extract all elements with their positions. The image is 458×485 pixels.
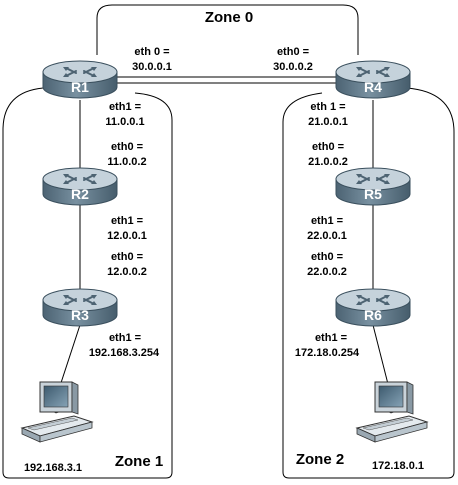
router-r1: R1 (42, 60, 118, 99)
svg-text:30.0.0.2: 30.0.0.2 (273, 61, 313, 73)
svg-text:21.0.0.1: 21.0.0.1 (308, 116, 348, 128)
router-label-r1: R1 (71, 79, 89, 95)
host2-address: 172.18.0.1 (372, 460, 424, 472)
router-r4: R4 (335, 60, 411, 99)
svg-text:30.0.0.1: 30.0.0.1 (132, 61, 172, 73)
router-label-r5: R5 (364, 186, 382, 202)
svg-text:172.18.0.254: 172.18.0.254 (295, 347, 360, 359)
router-label-r3: R3 (71, 307, 89, 323)
svg-text:eth0 =: eth0 = (111, 141, 143, 153)
iface-r4-eth0: eth0 = 30.0.0.2 (273, 46, 313, 73)
svg-text:eth0 =: eth0 = (312, 141, 344, 153)
router-label-r6: R6 (364, 307, 382, 323)
iface-r5-eth1: eth1 = 22.0.0.1 (307, 215, 347, 242)
svg-text:192.168.3.254: 192.168.3.254 (89, 347, 160, 359)
host1-address: 192.168.3.1 (24, 462, 82, 474)
svg-text:11.0.0.1: 11.0.0.1 (105, 116, 144, 128)
zone-label-zone0: Zone 0 (205, 9, 253, 26)
svg-text:eth 1 =: eth 1 = (310, 101, 345, 113)
link-r3-host1 (57, 324, 81, 393)
zone-label-zone1: Zone 1 (115, 453, 163, 470)
iface-r1-eth1: eth1 = 11.0.0.1 (105, 101, 144, 128)
router-r6: R6 (335, 288, 411, 327)
iface-r3-eth0: eth0 = 12.0.0.2 (107, 251, 147, 278)
zone2-boundary (282, 87, 455, 479)
computer-icon-host1 (21, 381, 93, 443)
svg-text:21.0.0.2: 21.0.0.2 (308, 156, 348, 168)
svg-text:eth1 =: eth1 = (315, 332, 347, 344)
iface-r5-eth0: eth0 = 21.0.0.2 (308, 141, 348, 168)
zone-label-zone2: Zone 2 (296, 451, 344, 468)
iface-r6-eth0: eth0 = 22.0.0.2 (307, 251, 347, 278)
svg-text:22.0.0.1: 22.0.0.1 (307, 230, 347, 242)
svg-text:eth 0 =: eth 0 = (134, 46, 169, 58)
svg-text:eth1 =: eth1 = (109, 101, 141, 113)
iface-r2-eth0: eth0 = 11.0.0.2 (107, 141, 146, 168)
svg-text:eth0 =: eth0 = (311, 251, 343, 263)
iface-r2-eth1: eth1 = 12.0.0.1 (107, 215, 147, 242)
svg-text:12.0.0.2: 12.0.0.2 (107, 266, 147, 278)
svg-text:22.0.0.2: 22.0.0.2 (307, 266, 347, 278)
computer-icon-host2 (356, 381, 428, 443)
svg-text:eth1 =: eth1 = (311, 215, 343, 227)
svg-text:eth0 =: eth0 = (111, 251, 143, 263)
zone1-boundary (2, 87, 173, 479)
router-r3: R3 (42, 288, 118, 327)
zone0-boundary (96, 4, 359, 55)
svg-text:eth1 =: eth1 = (109, 332, 141, 344)
iface-r1-eth0: eth 0 = 30.0.0.1 (132, 46, 172, 73)
router-label-r2: R2 (71, 186, 89, 202)
iface-r6-eth1: eth1 = 172.18.0.254 (295, 332, 360, 359)
router-r2: R2 (42, 167, 118, 206)
iface-r4-eth1: eth 1 = 21.0.0.1 (308, 101, 348, 128)
iface-r3-eth1: eth1 = 192.168.3.254 (89, 332, 160, 359)
svg-text:11.0.0.2: 11.0.0.2 (107, 156, 146, 168)
svg-text:eth1 =: eth1 = (111, 215, 143, 227)
link-r6-host2 (372, 324, 391, 393)
router-label-r4: R4 (364, 79, 382, 95)
svg-text:12.0.0.1: 12.0.0.1 (107, 230, 147, 242)
router-r5: R5 (335, 167, 411, 206)
svg-text:eth0 =: eth0 = (277, 46, 309, 58)
